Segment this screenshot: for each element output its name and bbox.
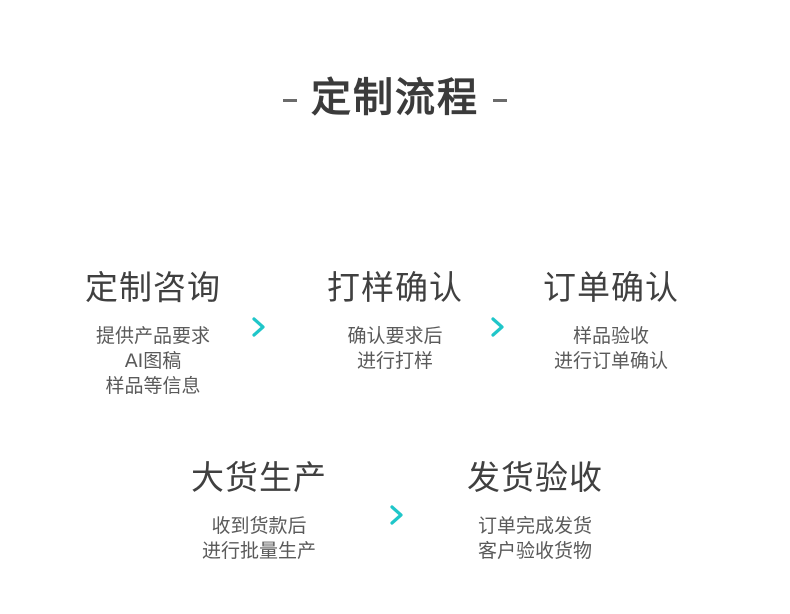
step-description-line: 样品等信息 bbox=[105, 375, 201, 397]
step-description-line: 进行订单确认 bbox=[553, 350, 668, 372]
step-title: 发货验收 bbox=[467, 458, 603, 497]
chevron-right-icon bbox=[251, 317, 267, 337]
step-description-line: AI图稿 bbox=[124, 350, 182, 372]
step-description: 样品验收 进行订单确认 bbox=[536, 324, 686, 374]
step-description-line: 订单完成发货 bbox=[477, 515, 592, 537]
step-description-line: 提供产品要求 bbox=[95, 325, 210, 347]
page-header: 定制流程 bbox=[0, 68, 790, 128]
chevron-right-icon bbox=[389, 505, 405, 525]
step-description-line: 收到货款后 bbox=[211, 515, 307, 537]
step-order-confirmation: 订单确认 样品验收 进行订单确认 bbox=[536, 268, 686, 374]
step-description: 收到货款后 进行批量生产 bbox=[184, 514, 334, 564]
step-description-line: 进行批量生产 bbox=[201, 540, 316, 562]
step-title: 打样确认 bbox=[327, 268, 463, 307]
step-title: 定制咨询 bbox=[85, 268, 221, 307]
step-description-line: 进行打样 bbox=[356, 350, 433, 372]
title-left-dash bbox=[283, 98, 297, 102]
step-description-line: 客户验收货物 bbox=[477, 540, 592, 562]
step-description-line: 确认要求后 bbox=[347, 325, 443, 347]
step-description: 确认要求后 进行打样 bbox=[320, 324, 470, 374]
step-delivery-acceptance: 发货验收 订单完成发货 客户验收货物 bbox=[460, 458, 610, 564]
step-description-line: 样品验收 bbox=[572, 325, 649, 347]
step-description: 订单完成发货 客户验收货物 bbox=[460, 514, 610, 564]
step-description: 提供产品要求 AI图稿 样品等信息 bbox=[78, 324, 228, 399]
step-title: 订单确认 bbox=[543, 268, 679, 307]
chevron-right-icon bbox=[490, 317, 506, 337]
title-right-dash bbox=[493, 98, 507, 102]
step-title: 大货生产 bbox=[191, 458, 327, 497]
step-sample-confirmation: 打样确认 确认要求后 进行打样 bbox=[320, 268, 470, 374]
step-consultation: 定制咨询 提供产品要求 AI图稿 样品等信息 bbox=[78, 268, 228, 399]
step-mass-production: 大货生产 收到货款后 进行批量生产 bbox=[184, 458, 334, 564]
page-title: 定制流程 bbox=[311, 75, 479, 121]
